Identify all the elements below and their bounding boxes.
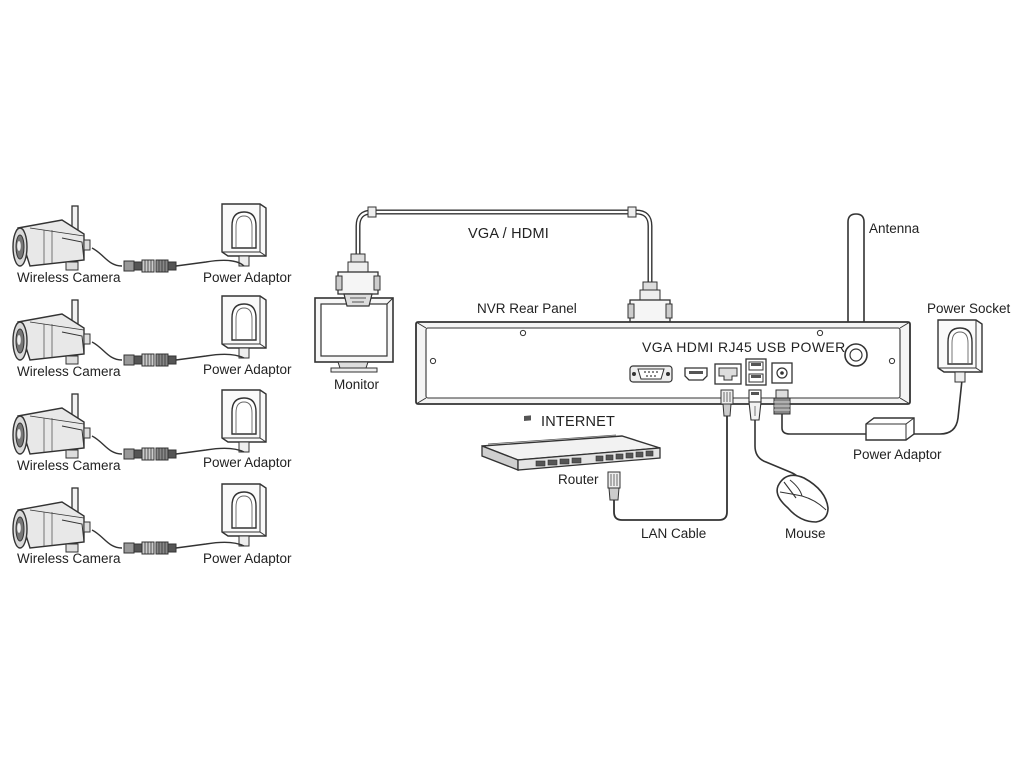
barrel-connector-icon [123,447,177,461]
adaptor-4-label: Power Adaptor [203,551,292,566]
camera-2-label: Wireless Camera [17,364,121,379]
camera-3-label: Wireless Camera [17,458,121,473]
power-socket-icon [937,319,983,383]
camera-1-label: Wireless Camera [17,270,121,285]
power-adaptor-icon [221,389,267,453]
barrel-connector-icon [123,353,177,367]
mouse-label: Mouse [785,526,826,541]
camera-cable [91,435,123,455]
adaptor-cable [175,259,245,267]
lan-cable-label: LAN Cable [641,526,707,541]
wireless-camera-icon [12,205,91,271]
camera-row-2 [12,295,267,367]
wireless-camera-icon [12,299,91,365]
camera-row-1 [12,203,267,273]
power-adaptor-box-icon [865,417,915,441]
lan-cable [607,389,734,521]
adaptor-cable [175,447,245,455]
power-adaptor-icon [221,295,267,359]
router-label: Router [558,472,599,487]
camera-row-3 [12,389,267,461]
vga-hdmi-label: VGA / HDMI [468,226,549,242]
nvr-rear-panel-label: NVR Rear Panel [477,301,577,316]
power-cable [773,379,963,435]
mouse-icon [776,474,829,523]
nvr-power-adaptor-label: Power Adaptor [853,447,942,462]
adaptor-2-label: Power Adaptor [203,362,292,377]
usb-port-icon [745,358,767,386]
adaptor-cable [175,353,245,361]
router-icon [481,415,661,471]
power-socket-label: Power Socket [927,301,1011,316]
vga-port-icon [629,365,673,383]
adaptor-cable [175,541,245,549]
internet-label: INTERNET [541,414,616,430]
ports-label: VGA HDMI RJ45 USB POWER [642,339,846,355]
monitor-label: Monitor [334,377,380,392]
power-adaptor-icon [221,203,267,267]
wireless-camera-icon [12,393,91,459]
antenna-icon [847,213,865,357]
adaptor-3-label: Power Adaptor [203,455,292,470]
vga-hdmi-cable [335,206,673,335]
hdmi-port-icon [684,367,708,381]
rj45-port-icon [714,363,742,385]
camera-row-4 [12,483,267,555]
wireless-camera-icon [12,487,91,553]
power-adaptor-icon [221,483,267,547]
adaptor-1-label: Power Adaptor [203,270,292,285]
antenna-label: Antenna [869,221,920,236]
camera-cable [91,529,123,549]
camera-4-label: Wireless Camera [17,551,121,566]
barrel-connector-icon [123,541,177,555]
barrel-connector-icon [123,259,177,273]
camera-cable [91,247,123,267]
monitor-icon [314,297,394,373]
camera-cable [91,341,123,361]
power-port-icon [771,362,793,384]
nvr-rear-panel [415,321,911,405]
